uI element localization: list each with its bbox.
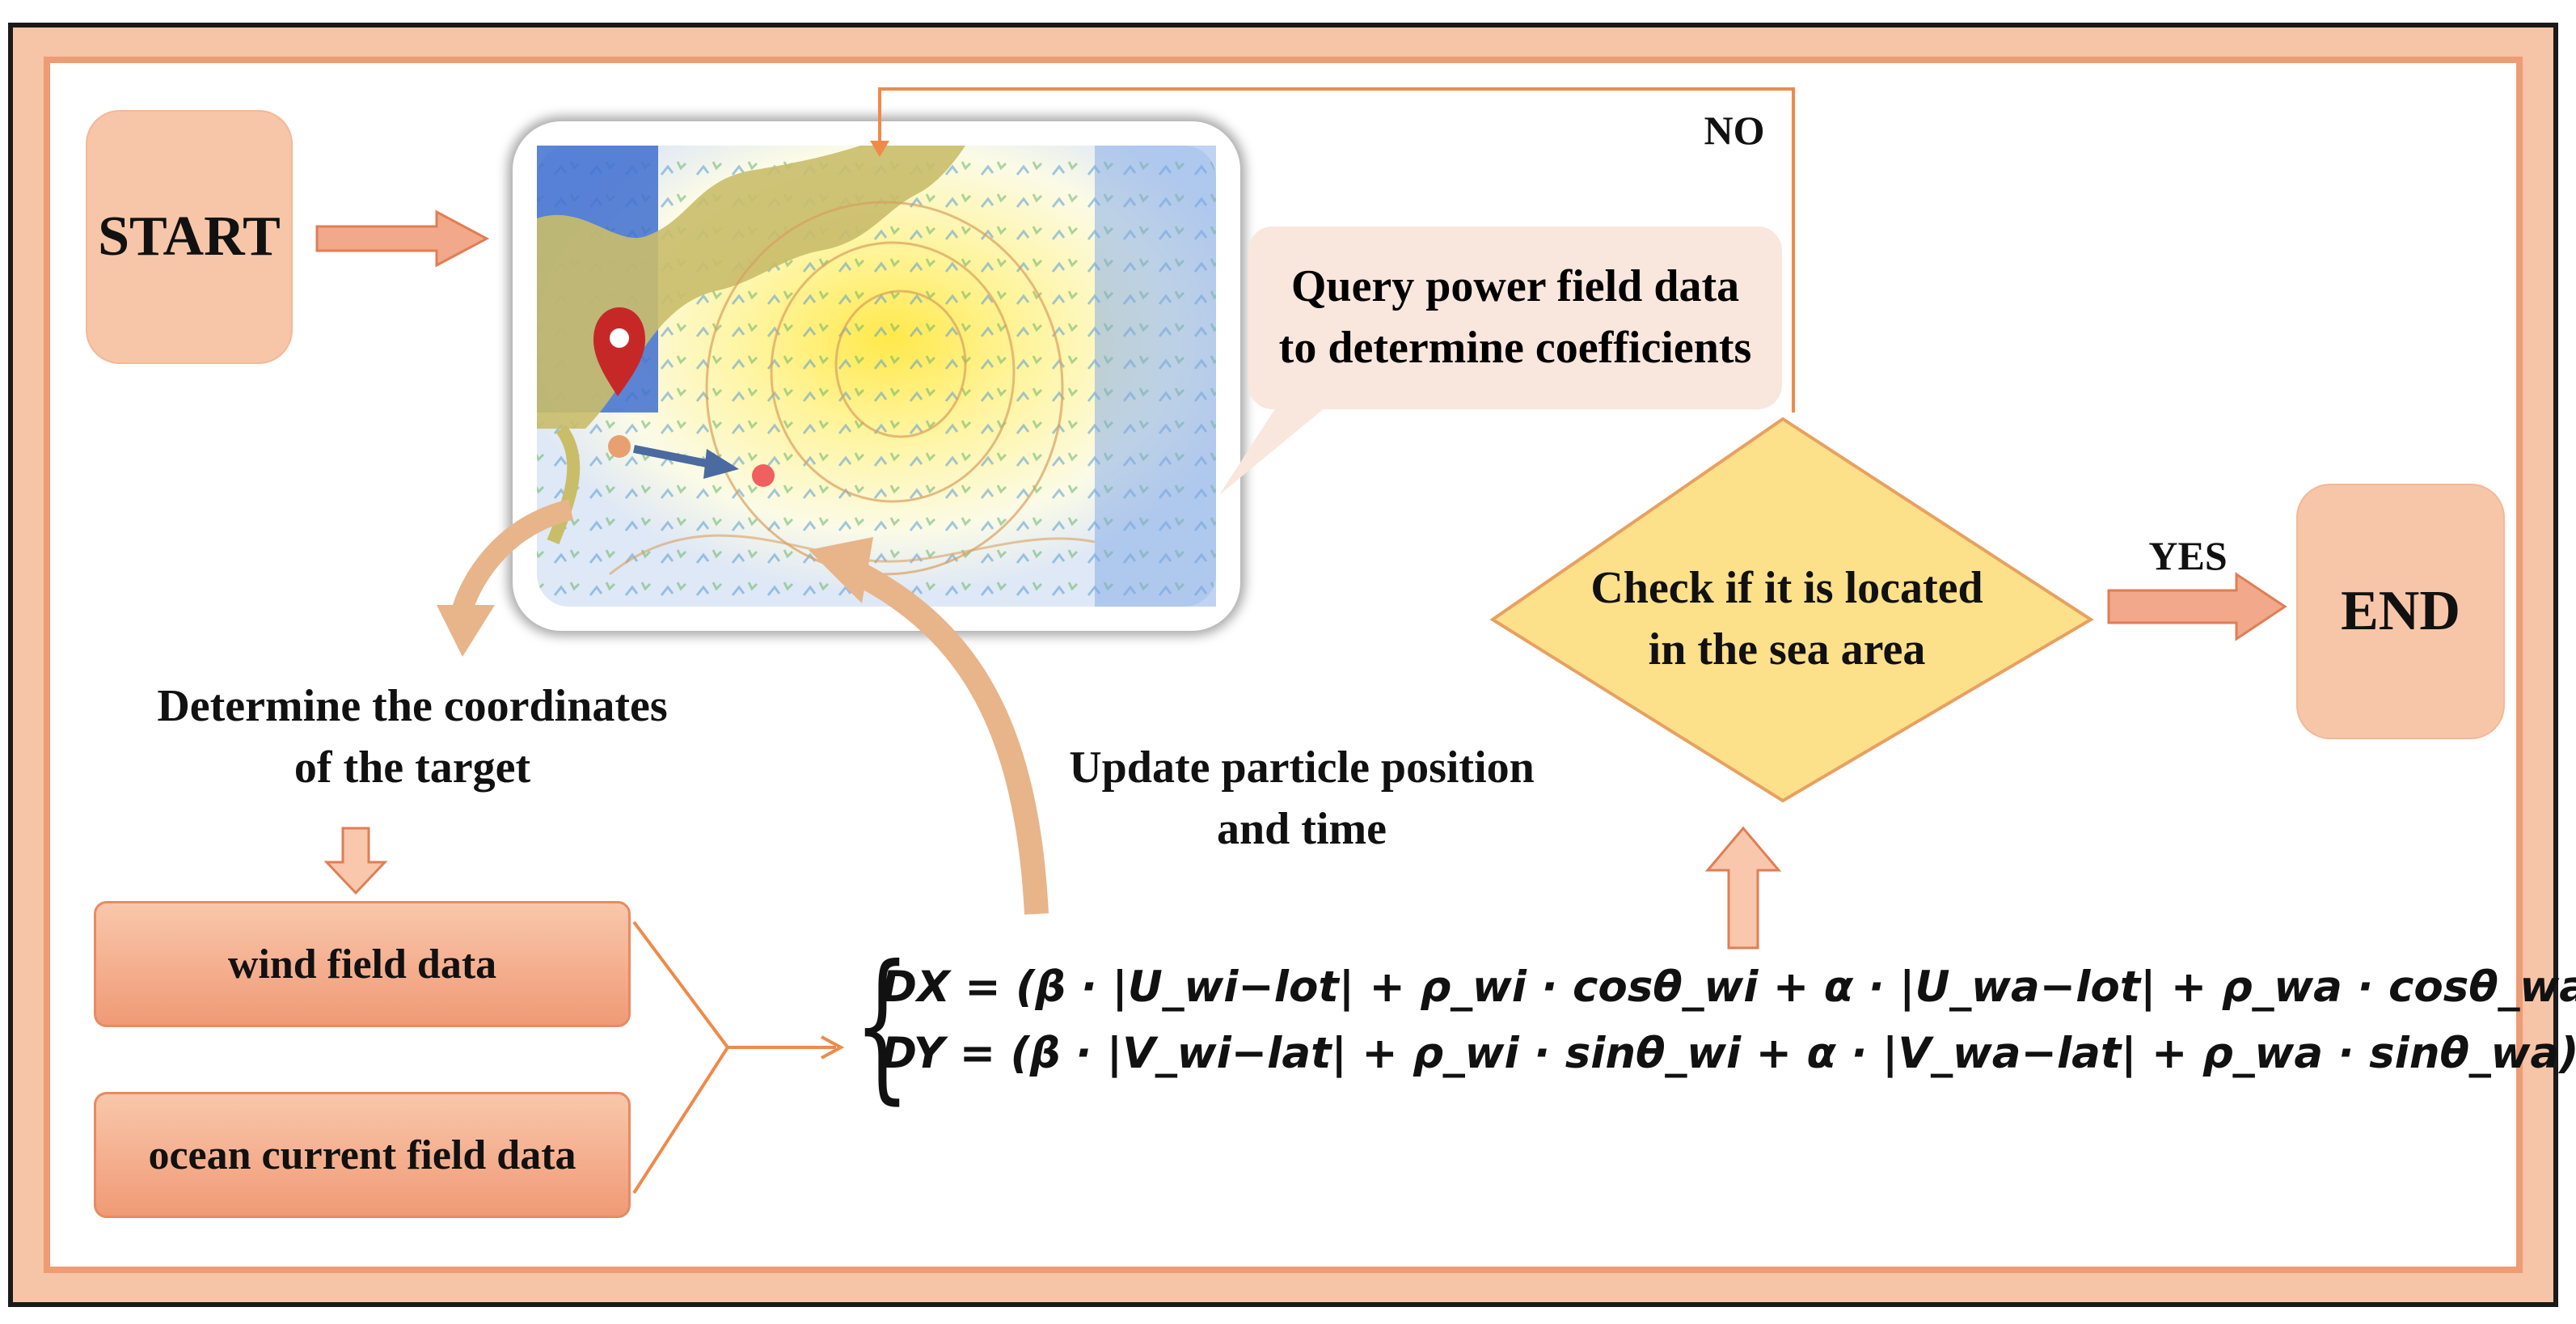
query-line-2: to determine coefficients [1278,323,1752,373]
no-label: NO [1704,108,1765,153]
determine-line-2: of the target [293,742,531,793]
curved-arrow-to-determine [450,499,574,618]
ocean-current-label: ocean current field data [148,1132,576,1178]
yes-label: YES [2148,533,2228,578]
check-line-1: Check if it is located [1590,563,1983,613]
wind-field-label: wind field data [227,941,497,988]
check-diamond [1489,417,2094,803]
arrow-start-to-map [315,209,490,268]
wind-field-box: wind field data [94,901,631,1027]
formula-dy: DY = (β · |V_wi−lat| + ρ_wi · sinθ_wi + … [881,1029,2576,1079]
update-line-1: Update particle position [1069,742,1535,793]
location-pin-icon [593,307,645,458]
query-line-1: Query power field data [1290,261,1740,312]
end-node: END [2298,485,2503,738]
formula-brace: { [854,931,910,1119]
no-loop-line [878,87,1795,412]
start-label: START [98,205,281,268]
start-node: START [87,112,291,362]
determine-label: Determine the coordinates of the target [121,676,703,798]
arrow-yes [2107,572,2287,641]
merge-connector [632,920,730,1195]
update-label: Update particle position and time [1027,738,1577,860]
curved-arrow-to-map-point [851,561,1049,915]
arrow-up-to-check [1704,826,1782,950]
formula-dx: DX = (β · |U_wi−lot| + ρ_wi · cosθ_wi + … [881,962,2576,1012]
determine-line-1: Determine the coordinates [157,681,668,731]
drift-formula: DX = (β · |U_wi−lot| + ρ_wi · cosθ_wi + … [881,954,2576,1087]
weather-map-illustration [537,146,1216,607]
update-line-2: and time [1217,803,1387,854]
map-image [513,121,1240,631]
check-label: Check if it is located in the sea area [1536,558,2038,680]
query-bubble: Query power field data to determine coeff… [1248,226,1782,409]
movement-arrow-icon [633,445,775,487]
arrow-down-to-wind [323,827,388,895]
ocean-current-box: ocean current field data [94,1092,631,1218]
check-line-2: in the sea area [1648,624,1926,675]
end-label: END [2341,580,2460,642]
